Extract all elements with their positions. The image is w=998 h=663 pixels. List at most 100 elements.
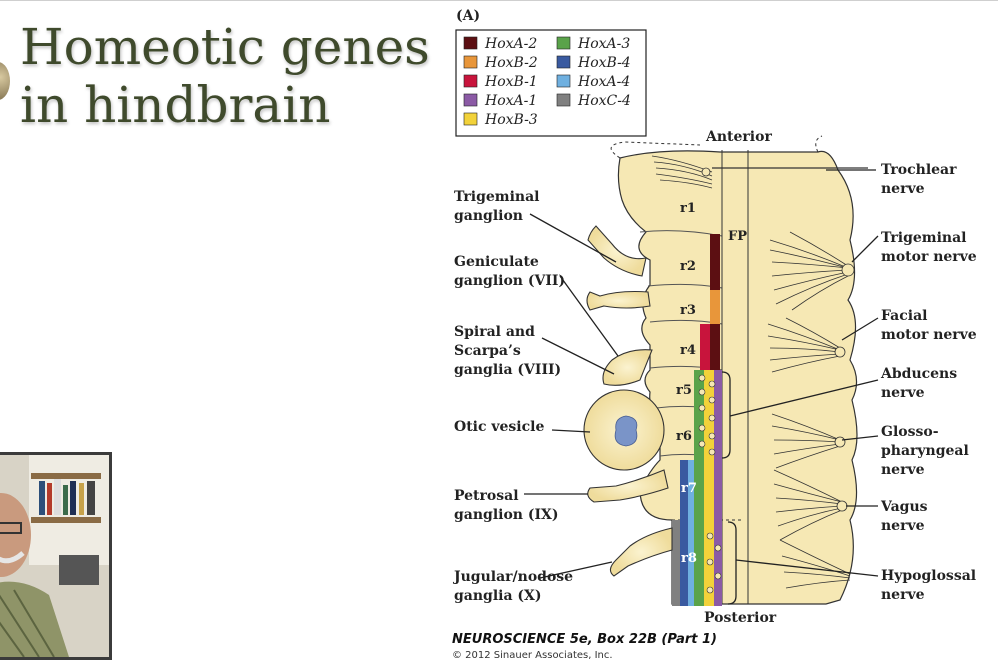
- trigeminal-root: [841, 263, 855, 277]
- legend-swatch-hoxb1: [463, 74, 478, 88]
- legend-swatch-hoxa4: [556, 74, 571, 88]
- stripe-hoxb2: [710, 290, 720, 324]
- rhombomere-r8: r8: [681, 551, 697, 566]
- label-geniculate-ganglion-1: Geniculate: [454, 254, 539, 270]
- otic-vesicle-lumen: [614, 415, 638, 447]
- label-spiral-scarpa-3: ganglia (VIII): [454, 362, 561, 378]
- left-labels: Trigeminal ganglion Geniculate ganglion …: [452, 189, 573, 604]
- trigeminal-ganglion: [587, 225, 647, 277]
- stripe-hoxb4: [680, 460, 688, 606]
- trigeminal-motor-fan: [769, 231, 849, 311]
- legend-item-hoxc4: HoxC-4: [556, 93, 631, 109]
- decorative-orb: [0, 62, 10, 100]
- label-petrosal-ganglion-1: Petrosal: [454, 488, 519, 504]
- legend-item-hoxa2: HoxA-2: [463, 36, 537, 52]
- label-trigeminal-ganglion-2: ganglion: [454, 208, 523, 224]
- petrosal-ganglion: [587, 469, 669, 503]
- posterior-label: Posterior: [704, 610, 777, 626]
- gene-legend: HoxA-2 HoxA-3 HoxB-2 HoxB-4 HoxB-1 HoxA-…: [455, 29, 647, 137]
- figure-source-caption: NEUROSCIENCE 5e, Box 22B (Part 1): [452, 632, 717, 647]
- stripe-hoxb3: [704, 370, 714, 606]
- label-petrosal-ganglion-2: ganglion (IX): [454, 507, 559, 523]
- trochlear-fan: [651, 155, 868, 189]
- label-vagus-2: nerve: [881, 518, 925, 534]
- label-spiral-scarpa-1: Spiral and: [454, 324, 535, 340]
- legend-item-hoxa4: HoxA-4: [556, 74, 630, 90]
- label-glossopharyngeal-3: nerve: [881, 462, 925, 478]
- panel-label: (A): [456, 8, 480, 24]
- label-otic-vesicle: Otic vesicle: [454, 419, 544, 435]
- jugular-nodose-ganglia: [609, 527, 673, 577]
- legend-label-hoxa3: HoxA-3: [577, 36, 630, 52]
- label-abducens-1: Abducens: [880, 366, 957, 382]
- abducens-neurons: [698, 374, 716, 456]
- hypoglossal-fan: [779, 539, 851, 589]
- legend-swatch-hoxb4: [556, 55, 571, 69]
- legend-label-hoxb3: HoxB-3: [484, 112, 538, 128]
- facial-root: [834, 346, 846, 358]
- rhombomere-r5: r5: [676, 383, 692, 398]
- stripe-hoxb1: [700, 324, 710, 370]
- rhombomere-r1: r1: [680, 201, 696, 216]
- stripe-hoxa4: [688, 460, 694, 606]
- floor-plate-label: FP: [728, 229, 747, 244]
- slide-title: Homeotic genes in hindbrain: [20, 18, 440, 134]
- spiral-scarpa-ganglia: [602, 349, 653, 386]
- presenter-webcam: [0, 452, 112, 660]
- hindbrain-hox-diagram: (A) HoxA-2 HoxA-3 HoxB-2 HoxB-4 HoxB-1 H…: [452, 8, 977, 626]
- legend-label-hoxa2: HoxA-2: [484, 36, 537, 52]
- rhombomere-r4: r4: [680, 343, 696, 358]
- legend-swatch-hoxb3: [463, 112, 478, 126]
- label-glossopharyngeal-1: Glosso-: [881, 424, 939, 440]
- slide-title-line-2: in hindbrain: [20, 76, 331, 134]
- slide-title-line-1: Homeotic genes: [20, 18, 430, 76]
- glossopharyngeal-fan: [771, 413, 841, 469]
- label-facial-motor-2: motor nerve: [881, 327, 977, 343]
- legend-swatch-hoxa1: [463, 93, 478, 107]
- label-trigeminal-motor-2: motor nerve: [881, 249, 977, 265]
- label-trigeminal-ganglion-1: Trigeminal: [454, 189, 540, 205]
- legend-item-hoxa3: HoxA-3: [556, 36, 630, 52]
- legend-swatch-hoxa2: [463, 36, 478, 50]
- rhombomere-r6: r6: [676, 429, 692, 444]
- legend-item-hoxb2: HoxB-2: [463, 55, 538, 71]
- stripe-hoxa1: [714, 370, 722, 606]
- legend-swatch-hoxa3: [556, 36, 571, 50]
- label-jugular-nodose-2: ganglia (X): [454, 588, 542, 604]
- stripe-hoxa2-r4: [710, 324, 720, 370]
- legend-label-hoxc4: HoxC-4: [577, 93, 631, 109]
- label-trochlear-2: nerve: [881, 181, 925, 197]
- vagus-fan: [773, 469, 843, 541]
- motor-nerve-fans: [651, 155, 868, 589]
- legend-item-hoxb3: HoxB-3: [463, 112, 538, 128]
- figure-copyright: © 2012 Sinauer Associates, Inc.: [452, 650, 613, 661]
- hypoglossal-bracket: [727, 521, 737, 605]
- legend-label-hoxa1: HoxA-1: [484, 93, 537, 109]
- legend-label-hoxb1: HoxB-1: [484, 74, 538, 90]
- label-trigeminal-motor-1: Trigeminal: [881, 230, 967, 246]
- stripe-hoxc4: [672, 520, 680, 606]
- hypoglossal-neurons: [706, 532, 722, 594]
- vagus-root: [836, 500, 848, 512]
- label-spiral-scarpa-2: Scarpa’s: [454, 343, 521, 359]
- label-hypoglossal-1: Hypoglossal: [881, 568, 976, 584]
- label-glossopharyngeal-2: pharyngeal: [881, 443, 969, 459]
- stripe-hoxa3: [694, 370, 704, 606]
- hox-expression-stripes: [672, 234, 722, 606]
- legend-label-hoxa4: HoxA-4: [577, 74, 630, 90]
- label-hypoglossal-2: nerve: [881, 587, 925, 603]
- legend-swatch-hoxb2: [463, 55, 478, 69]
- legend-label-hoxb4: HoxB-4: [577, 55, 631, 71]
- legend-item-hoxb1: HoxB-1: [463, 74, 538, 90]
- trochlear-root: [701, 167, 711, 177]
- rhombomere-r7: r7: [681, 481, 697, 496]
- legend-item-hoxb4: HoxB-4: [556, 55, 631, 71]
- slide-top-border: [0, 0, 998, 1]
- glossopharyngeal-root: [834, 436, 846, 448]
- rhombomere-r2: r2: [680, 259, 696, 274]
- webcam-image: [0, 455, 109, 657]
- facial-motor-fan: [767, 317, 841, 373]
- rhombomere-r3: r3: [680, 303, 696, 318]
- rhombomere-labels: r1 r2 r3 r4 r5 r6 r7 r8: [676, 201, 697, 566]
- right-labels: Trochlear nerve Trigeminal motor nerve F…: [880, 162, 977, 603]
